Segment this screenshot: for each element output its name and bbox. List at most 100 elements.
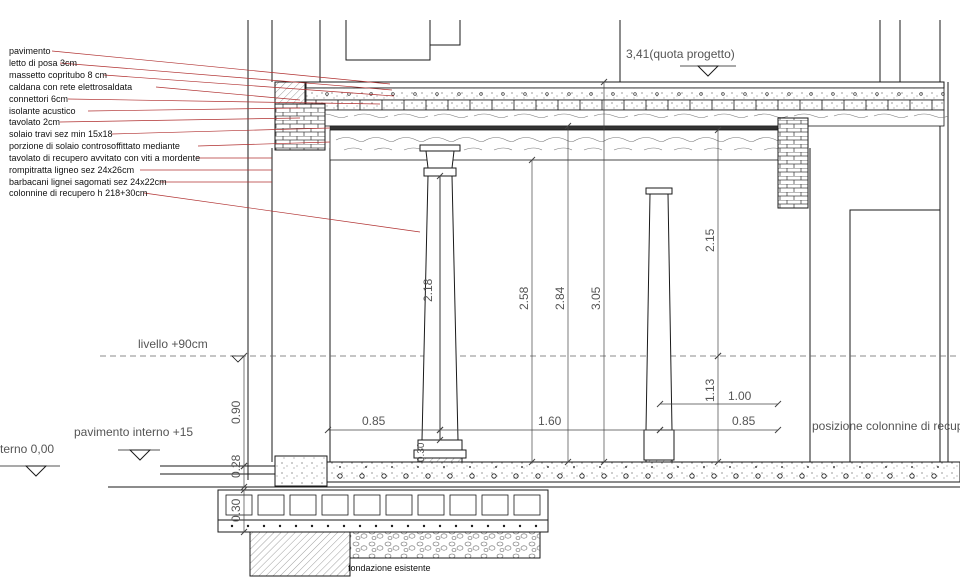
- dim-215: 2.15: [703, 228, 717, 252]
- floor-rebar-circle: [403, 473, 409, 479]
- floor-rebar-point: [781, 466, 783, 468]
- foundation-rebar: [534, 524, 538, 528]
- floor-rebar-circle: [865, 473, 871, 479]
- wood-grain: [455, 137, 487, 142]
- foundation-rebar: [310, 524, 314, 528]
- floor-rebar-point: [937, 466, 939, 468]
- foundation-rebar: [454, 524, 458, 528]
- dim-113: 1.13: [703, 378, 717, 402]
- floor-rebar-circle: [513, 473, 519, 479]
- foundation-rebar: [358, 524, 362, 528]
- dimension-tick: [240, 528, 248, 536]
- floor-rebar-point: [469, 466, 471, 468]
- floor-rebar-circle: [381, 473, 387, 479]
- rebar-dot: [567, 92, 571, 96]
- floor-rebar-point: [651, 466, 653, 468]
- floor-rebar-circle: [689, 473, 695, 479]
- dim-085-right: 0.85: [732, 414, 756, 428]
- floor-rebar-circle: [425, 473, 431, 479]
- layer-label-list: pavimento letto di posa 3cm massetto cop…: [9, 46, 200, 198]
- rebar-dot: [413, 92, 417, 96]
- rebar-dot: [325, 92, 329, 96]
- leader-line: [111, 127, 331, 135]
- leader-line: [87, 107, 301, 112]
- floor-rebar-point: [703, 466, 705, 468]
- foundation-rebar: [374, 524, 378, 528]
- floor-rebar-circle: [447, 473, 453, 479]
- floor-rebar-point: [885, 466, 887, 468]
- wood-grain: [575, 137, 607, 142]
- dimension-tick: [436, 436, 444, 444]
- dim-284: 2.84: [553, 286, 567, 310]
- foundation-block: [353, 494, 381, 516]
- foundation-rebar: [486, 524, 490, 528]
- dimension-tick: [600, 78, 608, 86]
- wood-grain: [463, 147, 483, 151]
- dimension-tick: [774, 426, 782, 434]
- leader-line: [155, 86, 301, 101]
- wood-grain: [725, 137, 757, 142]
- wood-grain: [373, 147, 393, 151]
- wood-grain: [485, 137, 517, 142]
- floor-rebar-circle: [931, 473, 937, 479]
- floor-rebar-circle: [645, 473, 651, 479]
- rebar-dot: [721, 92, 725, 96]
- wood-grain: [523, 147, 543, 151]
- dim-030-col: 0.30: [416, 442, 427, 462]
- wood-grain: [425, 137, 457, 142]
- dimension-tick: [324, 426, 332, 434]
- wood-grain: [493, 147, 513, 151]
- level-90-marker: [231, 355, 245, 363]
- floor-rebar-circle: [909, 473, 915, 479]
- floor-rebar-point: [365, 466, 367, 468]
- wood-grain: [673, 113, 709, 118]
- leader-line: [59, 117, 301, 123]
- foundation-block: [481, 494, 509, 516]
- floor-rebar-circle: [491, 473, 497, 479]
- foundation-rebar: [262, 524, 266, 528]
- dim-160: 1.60: [538, 414, 562, 428]
- wood-grain: [635, 137, 667, 142]
- wood-grain: [665, 137, 697, 142]
- dim-090: 0.90: [229, 400, 243, 424]
- foundation-block: [385, 494, 413, 516]
- dimension-tick: [528, 156, 536, 164]
- dimension-tick: [714, 352, 722, 360]
- wood-grain: [553, 113, 589, 118]
- floor-rebar-point: [755, 466, 757, 468]
- wood-grain: [545, 137, 577, 142]
- dimension-tick: [656, 426, 664, 434]
- wood-grain: [553, 147, 573, 151]
- foundation-rebar: [278, 524, 282, 528]
- label-isolante: isolante acustico: [9, 106, 76, 116]
- label-controsoffittato: porzione di solaio controsoffittato medi…: [9, 141, 180, 151]
- floor-rebar-point: [339, 466, 341, 468]
- rebar-dot: [831, 92, 835, 96]
- leader-line: [143, 192, 421, 233]
- floor-rebar-point: [833, 466, 835, 468]
- dim-218: 2.18: [421, 278, 435, 302]
- foundation-rebar: [438, 524, 442, 528]
- rebar-dot: [589, 92, 593, 96]
- floor-rebar-point: [573, 466, 575, 468]
- leader-line: [197, 141, 331, 147]
- wood-grain: [913, 113, 949, 118]
- dimension-tick: [774, 400, 782, 408]
- floor-rebar-dots: [337, 466, 939, 479]
- rebar-dot: [919, 92, 923, 96]
- rebar-dot: [435, 92, 439, 96]
- rebar-dot: [875, 92, 879, 96]
- brick-walls: [274, 81, 809, 209]
- floor-rebar-point: [495, 466, 497, 468]
- leader-line: [59, 62, 393, 91]
- label-pavimento: pavimento: [9, 46, 51, 56]
- rebar-dot: [655, 92, 659, 96]
- dim-028: 0.28: [229, 454, 243, 478]
- ext-floor-label: terno 0,00: [0, 442, 54, 456]
- dimension-tick: [714, 126, 722, 134]
- building-outline: [247, 20, 949, 480]
- floor-rebar-point: [599, 466, 601, 468]
- wood-grain: [335, 137, 367, 142]
- wood-grain: [873, 113, 909, 118]
- floor-rebar-circle: [799, 473, 805, 479]
